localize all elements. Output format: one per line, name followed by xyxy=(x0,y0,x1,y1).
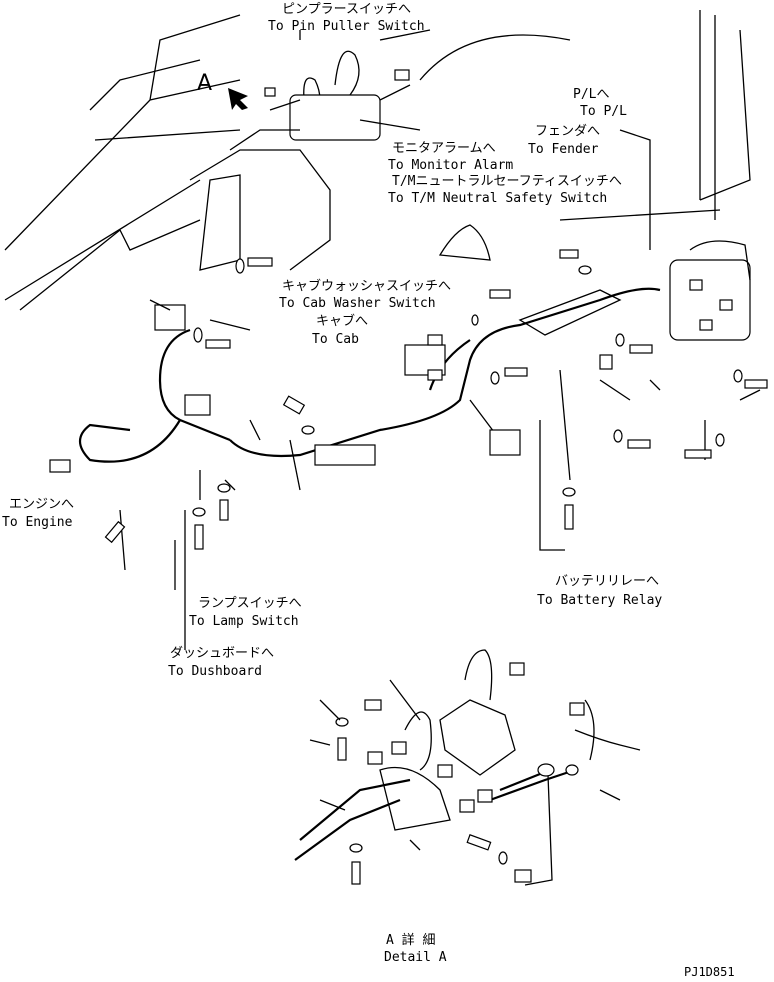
drawing-code: PJ1D851 xyxy=(684,965,735,979)
mounting-bracket xyxy=(199,129,300,271)
dashboard-label-en: To Dushboard xyxy=(168,664,262,679)
pl-label-jp: P/Lへ xyxy=(573,87,609,102)
detail-a-label-en: Detail A xyxy=(384,950,447,965)
tm-switch-label-en: To T/M Neutral Safety Switch xyxy=(388,191,607,206)
neutral-switch-boot xyxy=(438,224,491,261)
detail-a-label-jp: A 詳 細 xyxy=(386,932,435,948)
monitor-alarm-label-jp: モニタアラームへ xyxy=(392,141,496,156)
fender-label-en: To Fender xyxy=(528,142,599,157)
connectors xyxy=(49,304,613,473)
cab-label-en: To Cab xyxy=(312,332,359,347)
cab-body-outline xyxy=(4,10,751,311)
view-marker-a: A xyxy=(197,71,212,96)
view-a-arrow xyxy=(228,88,248,110)
control-lever-cluster xyxy=(264,50,421,141)
mounting-plate xyxy=(518,289,622,336)
fender-label-jp: フェンダへ xyxy=(535,124,600,139)
relay-box xyxy=(669,240,751,341)
pin-puller-label-jp: ピンプラースイッチへ xyxy=(282,2,411,17)
dashboard-label-jp: ダッシュボードへ xyxy=(170,646,274,661)
pin-puller-label-en: To Pin Puller Switch xyxy=(268,19,425,34)
battery-relay-label-en: To Battery Relay xyxy=(537,593,662,608)
pl-label-en: To P/L xyxy=(580,104,627,119)
battery-relay-label-jp: バッテリリレーへ xyxy=(555,574,659,589)
cab-washer-label-en: To Cab Washer Switch xyxy=(279,296,436,311)
engine-label-en: To Engine xyxy=(2,515,73,530)
tm-switch-label-jp: T/Mニュートラルセーフティスイッチへ xyxy=(392,174,622,189)
cab-label-jp: キャブへ xyxy=(316,313,368,329)
leader-lines xyxy=(119,29,761,650)
detail-a-drawing xyxy=(294,649,641,886)
lamp-switch-label-jp: ランプスイッチへ xyxy=(198,596,302,611)
engine-label-jp: エンジンへ xyxy=(9,497,74,512)
monitor-alarm-label-en: To Monitor Alarm xyxy=(388,158,513,173)
lamp-switch-label-en: To Lamp Switch xyxy=(189,614,299,629)
bolts-and-washers xyxy=(104,249,768,550)
cab-washer-label-jp: キャブウォッシャスイッチへ xyxy=(282,278,451,294)
